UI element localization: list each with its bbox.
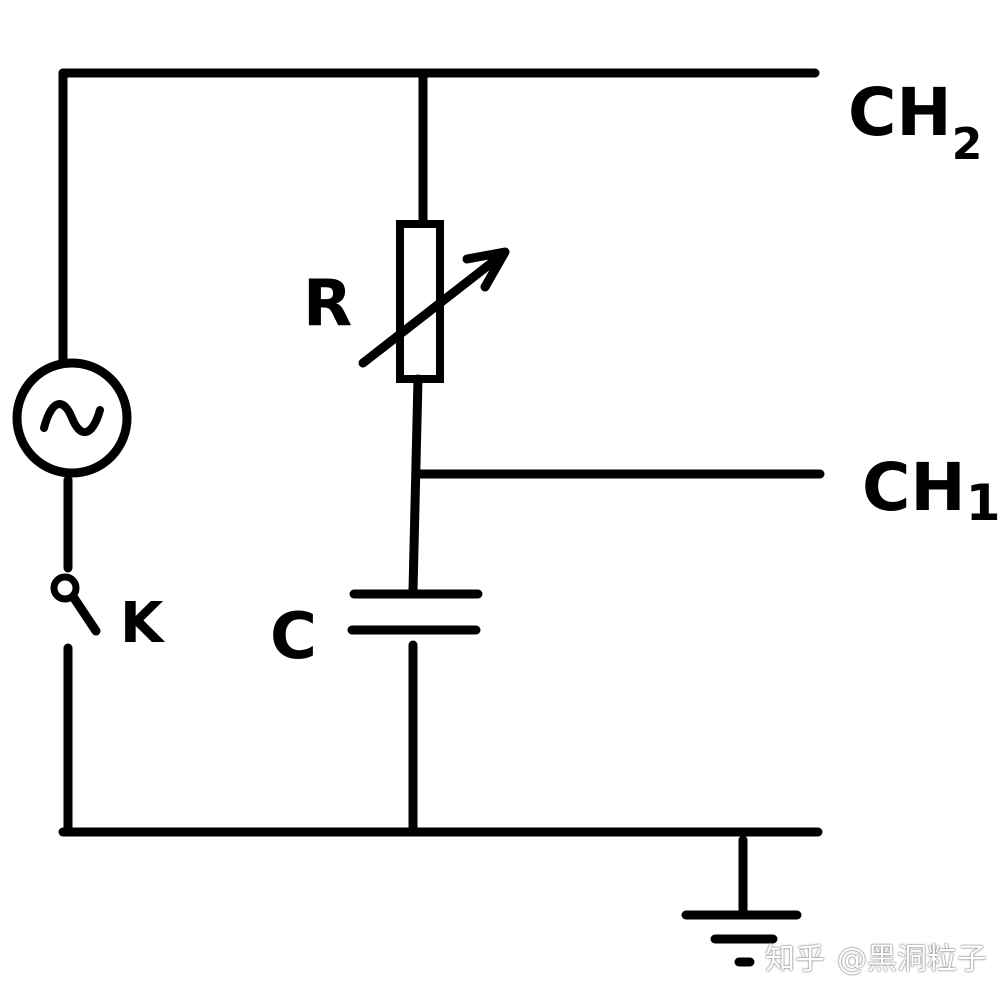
branch-wire-middle (408, 374, 423, 595)
capacitor-label: C (270, 600, 317, 674)
watermark-handle: @黑洞粒子 (837, 942, 987, 977)
ch1-label: CH1 (862, 449, 1000, 532)
ac-source-icon (12, 358, 132, 478)
capacitor-icon (347, 589, 483, 635)
variable-arrow-icon (358, 247, 510, 368)
resistor-body (396, 220, 444, 383)
watermark: 知乎 @黑洞粒子 (765, 934, 987, 978)
watermark-logo: 知乎 (765, 942, 825, 977)
switch-icon (50, 573, 101, 636)
ch2-label: CH2 (848, 74, 982, 170)
switch-label: K (120, 591, 166, 656)
ground-icon (681, 835, 802, 967)
resistor-label: R (303, 267, 352, 341)
